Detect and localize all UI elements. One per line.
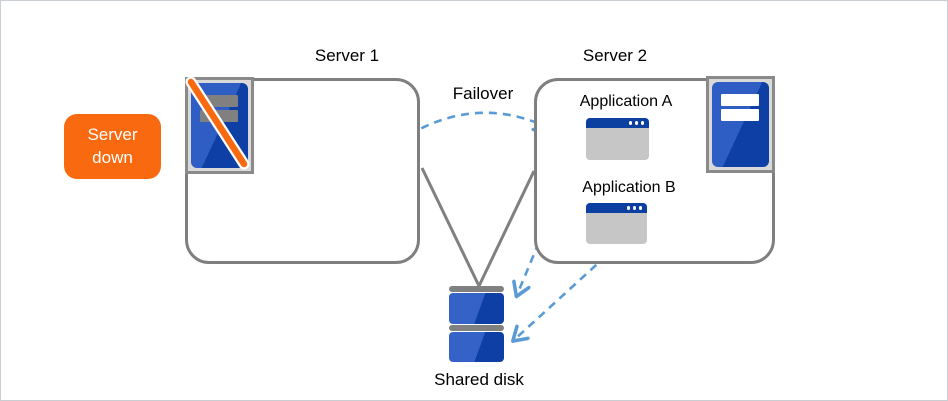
server-drive-bay [721, 94, 759, 106]
failover-arrow [408, 111, 547, 137]
server-down-icon [185, 76, 254, 174]
server2-disk-line [477, 170, 536, 287]
server-drive-bay [721, 109, 759, 121]
app-a-window-icon [586, 118, 649, 160]
window-titlebar [586, 118, 649, 128]
disk-platter [449, 332, 504, 362]
shared-disk-icon [449, 286, 504, 363]
server2-label: Server 2 [582, 46, 648, 65]
server-chassis [712, 82, 769, 167]
disk-cap [449, 286, 504, 292]
app-b-label: Application B [582, 179, 676, 196]
window-dots-icon [626, 206, 642, 210]
disk-platter [449, 293, 504, 324]
failover-label: Failover [452, 84, 514, 103]
disk-cap [449, 325, 504, 331]
window-dots-icon [628, 121, 644, 125]
server-down-badge: Server down [64, 114, 161, 179]
app-a-label: Application A [579, 93, 673, 110]
server1-disk-line [420, 167, 481, 287]
slash-icon [185, 76, 250, 170]
server-up-icon [706, 76, 775, 173]
app-b-window-icon [586, 203, 647, 244]
server1-label: Server 1 [314, 46, 380, 65]
shared-disk-label: Shared disk [434, 370, 524, 389]
window-titlebar [586, 203, 647, 213]
